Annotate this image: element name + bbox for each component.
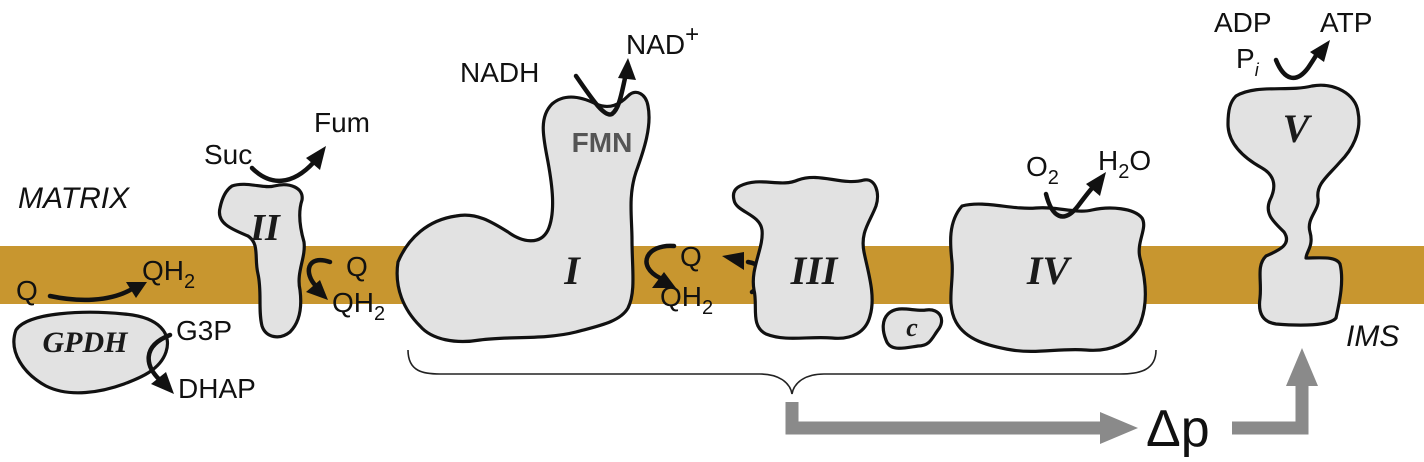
c2-qh2-label: QH2: [332, 287, 385, 325]
c2-q-arrowhead: [306, 280, 328, 300]
complex-iii: [731, 175, 880, 340]
pmf-arrow-to-dp: [785, 402, 1102, 435]
adp-atp-arrowhead: [1310, 40, 1330, 62]
inner-membrane: [0, 246, 1424, 304]
h2o-label: H2O: [1098, 145, 1151, 183]
gpdh-q-label: Q: [16, 275, 38, 306]
g3p-dhap-arrow: [146, 332, 173, 385]
complex-iv-label: IV: [1026, 248, 1073, 293]
g3p-dhap-arrowhead: [151, 372, 174, 394]
c3-q-arrowhead: [722, 252, 744, 270]
complex-ii-label: II: [249, 207, 281, 249]
complex-i-label: I: [563, 248, 581, 293]
pi-label: Pi: [1236, 43, 1260, 80]
gpdh-q-arrowhead: [126, 282, 147, 298]
complex-v: [1226, 83, 1361, 327]
adp-atp-arrow: [1273, 49, 1321, 81]
adp-label: ADP: [1214, 7, 1272, 38]
matrix-label: MATRIX: [18, 182, 130, 215]
c2-q-arrow: [306, 257, 333, 289]
o2-label: O2: [1026, 151, 1059, 189]
complex-v-label: V: [1283, 106, 1313, 151]
pmf-arrow-to-atp-synthase: [1232, 384, 1309, 435]
fmn-label: FMN: [572, 127, 633, 158]
c1-qh2-arrowhead: [652, 272, 676, 288]
o2-h2o-arrowhead: [1086, 172, 1106, 196]
complex-ii: [217, 182, 306, 339]
g3p-label: G3P: [176, 315, 232, 346]
nad-label: NAD+: [626, 21, 699, 60]
cytochrome-c: [881, 307, 944, 350]
nadh-nad-arrow: [573, 71, 629, 117]
nadh-label: NADH: [460, 57, 539, 88]
complex-iv: [948, 202, 1147, 353]
delta-p-label: Δp: [1146, 400, 1210, 458]
c1-qh2-label: QH2: [660, 281, 713, 319]
nadh-nad-arrowhead: [618, 58, 636, 80]
gpdh-q-arrow: [47, 286, 135, 303]
atp-label: ATP: [1320, 7, 1372, 38]
ims-label: IMS: [1346, 320, 1399, 353]
c1-qh2-arrow: [644, 243, 677, 281]
suc-fum-arrowhead: [306, 146, 326, 170]
respiratory-chain-brace: [407, 349, 1157, 395]
pmf-arrowhead-to-atp-synthase: [1286, 348, 1318, 386]
c2-q-label: Q: [346, 251, 368, 282]
suc-label: Suc: [204, 139, 252, 170]
c1-q-label: Q: [680, 241, 702, 272]
complex-iii-label: III: [790, 248, 839, 293]
cytochrome-c-label: c: [906, 313, 918, 342]
gpdh-label: GPDH: [43, 326, 130, 359]
o2-h2o-arrow: [1043, 183, 1097, 219]
gpdh-qh2-label: QH2: [142, 255, 195, 293]
complex-i: [395, 90, 651, 344]
fum-label: Fum: [314, 107, 370, 138]
dhap-label: DHAP: [178, 373, 256, 404]
suc-fum-arrow: [249, 159, 317, 184]
pmf-arrowhead-to-dp: [1100, 412, 1138, 444]
